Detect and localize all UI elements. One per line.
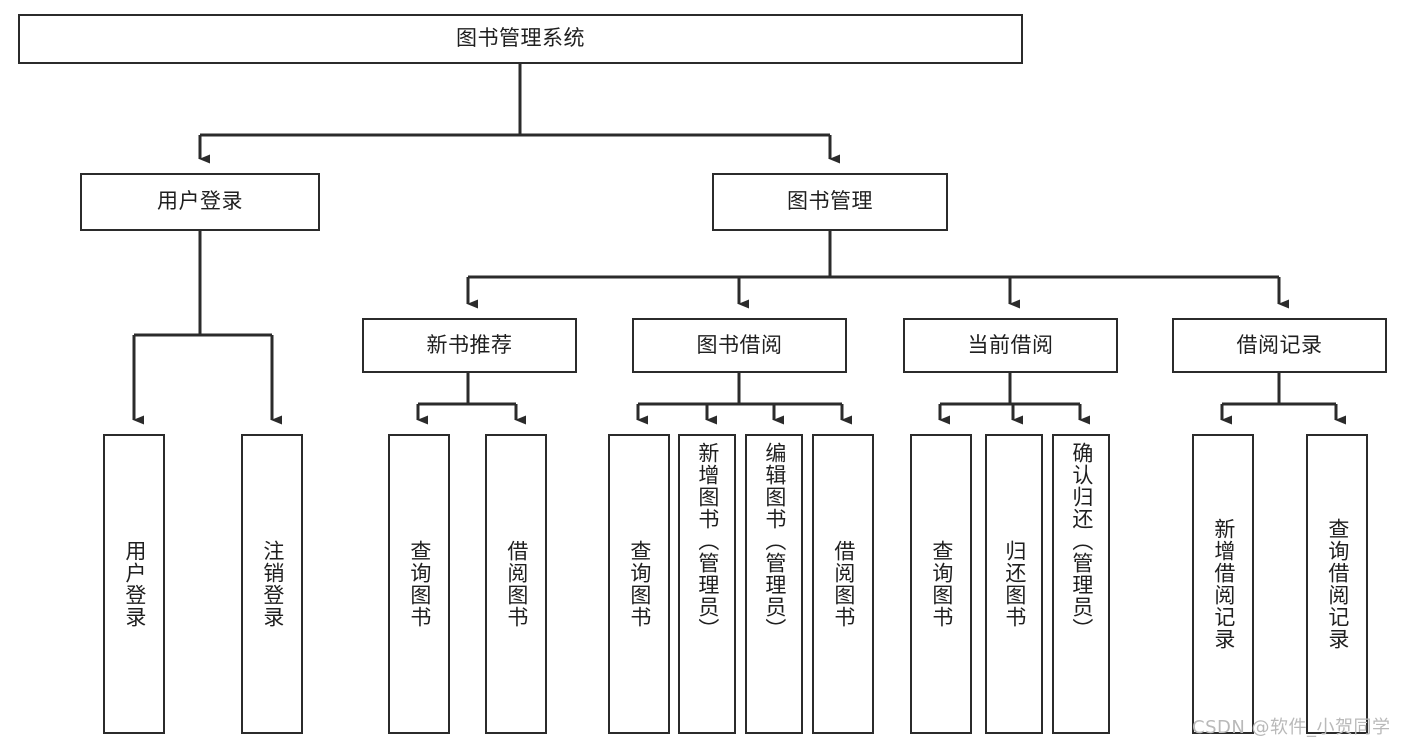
node-book-borrow-label: 图书借阅 bbox=[696, 332, 783, 357]
node-leaf-confirm-return[interactable]: 确认归还（管理员） bbox=[1052, 434, 1110, 734]
node-new-book-recommend[interactable]: 新书推荐 bbox=[362, 318, 577, 373]
node-leaf-user-logout[interactable]: 注销登录 bbox=[241, 434, 303, 734]
node-leaf-borrow-book-2-label: 借阅图书 bbox=[831, 540, 856, 628]
node-leaf-query-book-2[interactable]: 查询图书 bbox=[608, 434, 670, 734]
node-current-borrow-label: 当前借阅 bbox=[967, 332, 1054, 357]
node-leaf-return-book[interactable]: 归还图书 bbox=[985, 434, 1043, 734]
node-leaf-query-borrow-record[interactable]: 查询借阅记录 bbox=[1306, 434, 1368, 734]
node-leaf-add-book[interactable]: 新增图书（管理员） bbox=[678, 434, 736, 734]
node-leaf-return-book-label: 归还图书 bbox=[1002, 540, 1027, 628]
node-root-label: 图书管理系统 bbox=[456, 26, 585, 51]
node-root[interactable]: 图书管理系统 bbox=[18, 14, 1023, 64]
node-user-login[interactable]: 用户登录 bbox=[80, 173, 320, 231]
node-leaf-confirm-return-label: 确认归还（管理员） bbox=[1069, 442, 1094, 640]
node-leaf-borrow-book-1-label: 借阅图书 bbox=[504, 540, 529, 628]
node-leaf-query-book-1[interactable]: 查询图书 bbox=[388, 434, 450, 734]
node-leaf-user-login-label: 用户登录 bbox=[122, 540, 147, 628]
node-leaf-query-borrow-record-label: 查询借阅记录 bbox=[1325, 518, 1350, 650]
node-leaf-edit-book[interactable]: 编辑图书（管理员） bbox=[745, 434, 803, 734]
node-leaf-query-book-3-label: 查询图书 bbox=[929, 540, 954, 628]
node-new-book-recommend-label: 新书推荐 bbox=[426, 332, 513, 357]
node-leaf-borrow-book-2[interactable]: 借阅图书 bbox=[812, 434, 874, 734]
node-leaf-add-borrow-record[interactable]: 新增借阅记录 bbox=[1192, 434, 1254, 734]
node-leaf-query-book-1-label: 查询图书 bbox=[407, 540, 432, 628]
node-borrow-record[interactable]: 借阅记录 bbox=[1172, 318, 1387, 373]
node-leaf-edit-book-label: 编辑图书（管理员） bbox=[762, 442, 787, 640]
node-leaf-borrow-book-1[interactable]: 借阅图书 bbox=[485, 434, 547, 734]
node-leaf-add-book-label: 新增图书（管理员） bbox=[695, 442, 720, 640]
node-book-borrow[interactable]: 图书借阅 bbox=[632, 318, 847, 373]
node-user-login-label: 用户登录 bbox=[157, 189, 243, 214]
node-book-manage-label: 图书管理 bbox=[787, 189, 873, 214]
node-book-manage[interactable]: 图书管理 bbox=[712, 173, 948, 231]
node-leaf-query-book-3[interactable]: 查询图书 bbox=[910, 434, 972, 734]
node-leaf-add-borrow-record-label: 新增借阅记录 bbox=[1211, 518, 1236, 650]
csdn-watermark: CSDN @软件_小贺同学 bbox=[1192, 717, 1391, 738]
node-borrow-record-label: 借阅记录 bbox=[1236, 332, 1323, 357]
node-leaf-user-login[interactable]: 用户登录 bbox=[103, 434, 165, 734]
node-leaf-user-logout-label: 注销登录 bbox=[260, 540, 285, 628]
node-current-borrow[interactable]: 当前借阅 bbox=[903, 318, 1118, 373]
node-leaf-query-book-2-label: 查询图书 bbox=[627, 540, 652, 628]
